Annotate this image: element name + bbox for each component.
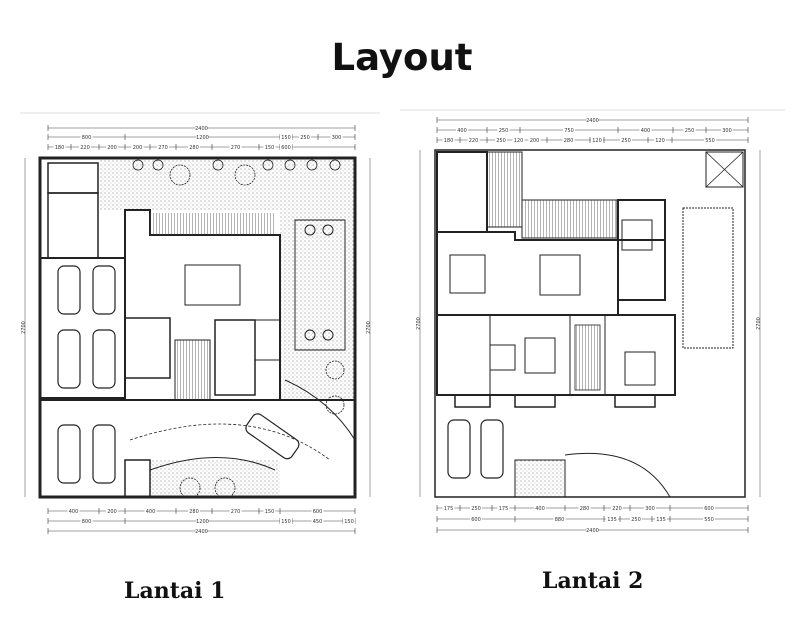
dimension-label: 175 <box>499 506 509 512</box>
dimension-label: 250 <box>685 128 695 134</box>
dimension-label: 220 <box>469 138 479 144</box>
dimension-label: 400 <box>146 509 156 515</box>
dimension-label: 120 <box>592 138 602 144</box>
dimension-label: 150 <box>281 135 291 141</box>
dimension-label: 200 <box>133 145 143 151</box>
dimension-label: 400 <box>69 509 79 515</box>
dimension-label: 300 <box>722 128 732 134</box>
dimension-label: 2400 <box>195 529 208 535</box>
dimension-label: 2400 <box>195 126 208 132</box>
dimension-label: 600 <box>471 517 481 523</box>
dimension-label: 250 <box>300 135 310 141</box>
dimension-label: 400 <box>641 128 651 134</box>
floor-1-caption: Lantai 1 <box>124 578 226 604</box>
page-title: Layout <box>331 36 473 79</box>
dimension-label: 135 <box>607 517 617 523</box>
floor-2-plan <box>434 149 746 498</box>
dimension-label: 600 <box>704 506 714 512</box>
dimension-label: 880 <box>555 517 565 523</box>
dimension-label: 1200 <box>196 519 209 525</box>
dimension-label: 270 <box>158 145 168 151</box>
dimension-lines: 2400 800 1200 150 250 300 180 220 200 200 270 280 27… <box>21 117 762 535</box>
dimension-label: 280 <box>189 509 199 515</box>
dimension-label: 600 <box>281 145 291 151</box>
dimension-label: 220 <box>612 506 622 512</box>
dimension-label: 180 <box>444 138 454 144</box>
dimension-label: 550 <box>704 517 714 523</box>
dimension-label: 270 <box>231 509 241 515</box>
dimension-label: 250 <box>621 138 631 144</box>
dimension-label: 250 <box>471 506 481 512</box>
dimension-label: 120 <box>514 138 524 144</box>
dimension-label: 150 <box>281 519 291 525</box>
dimension-label: 280 <box>189 145 199 151</box>
dimension-label: 800 <box>82 519 92 525</box>
dimension-label: 2400 <box>586 118 599 124</box>
dimension-label: 180 <box>55 145 65 151</box>
dimension-label: 135 <box>656 517 666 523</box>
dimension-label: 300 <box>332 135 342 141</box>
side-dimension-label: 2700 <box>21 321 27 334</box>
dimension-label: 400 <box>457 128 467 134</box>
dimension-label: 400 <box>535 506 545 512</box>
dimension-label: 750 <box>564 128 574 134</box>
dimension-label: 2400 <box>586 528 599 534</box>
dimension-label: 150 <box>344 519 354 525</box>
swimming-pool <box>294 219 346 351</box>
dimension-label: 120 <box>655 138 665 144</box>
side-dimension-label: 2700 <box>756 317 762 330</box>
dimension-label: 280 <box>564 138 574 144</box>
dimension-label: 280 <box>580 506 590 512</box>
dimension-label: 550 <box>705 138 715 144</box>
dimension-label: 150 <box>265 145 275 151</box>
dimension-label: 600 <box>313 509 323 515</box>
dimension-label: 450 <box>313 519 323 525</box>
dimension-label: 250 <box>631 517 641 523</box>
side-dimension-label: 2700 <box>416 317 422 330</box>
dimension-label: 175 <box>444 506 454 512</box>
dimension-label: 300 <box>645 506 655 512</box>
dimension-label: 200 <box>107 145 117 151</box>
floor-1-plan <box>38 156 357 499</box>
side-dimension-label: 2700 <box>366 321 372 334</box>
dimension-label: 250 <box>496 138 506 144</box>
dimension-label: 150 <box>265 509 275 515</box>
dimension-label: 270 <box>231 145 241 151</box>
dimension-label: 200 <box>107 509 117 515</box>
floor-2-caption: Lantai 2 <box>542 568 644 594</box>
dimension-label: 1200 <box>196 135 209 141</box>
dimension-label: 800 <box>82 135 92 141</box>
dimension-label: 250 <box>499 128 509 134</box>
dimension-label: 220 <box>80 145 90 151</box>
dimension-label: 200 <box>530 138 540 144</box>
